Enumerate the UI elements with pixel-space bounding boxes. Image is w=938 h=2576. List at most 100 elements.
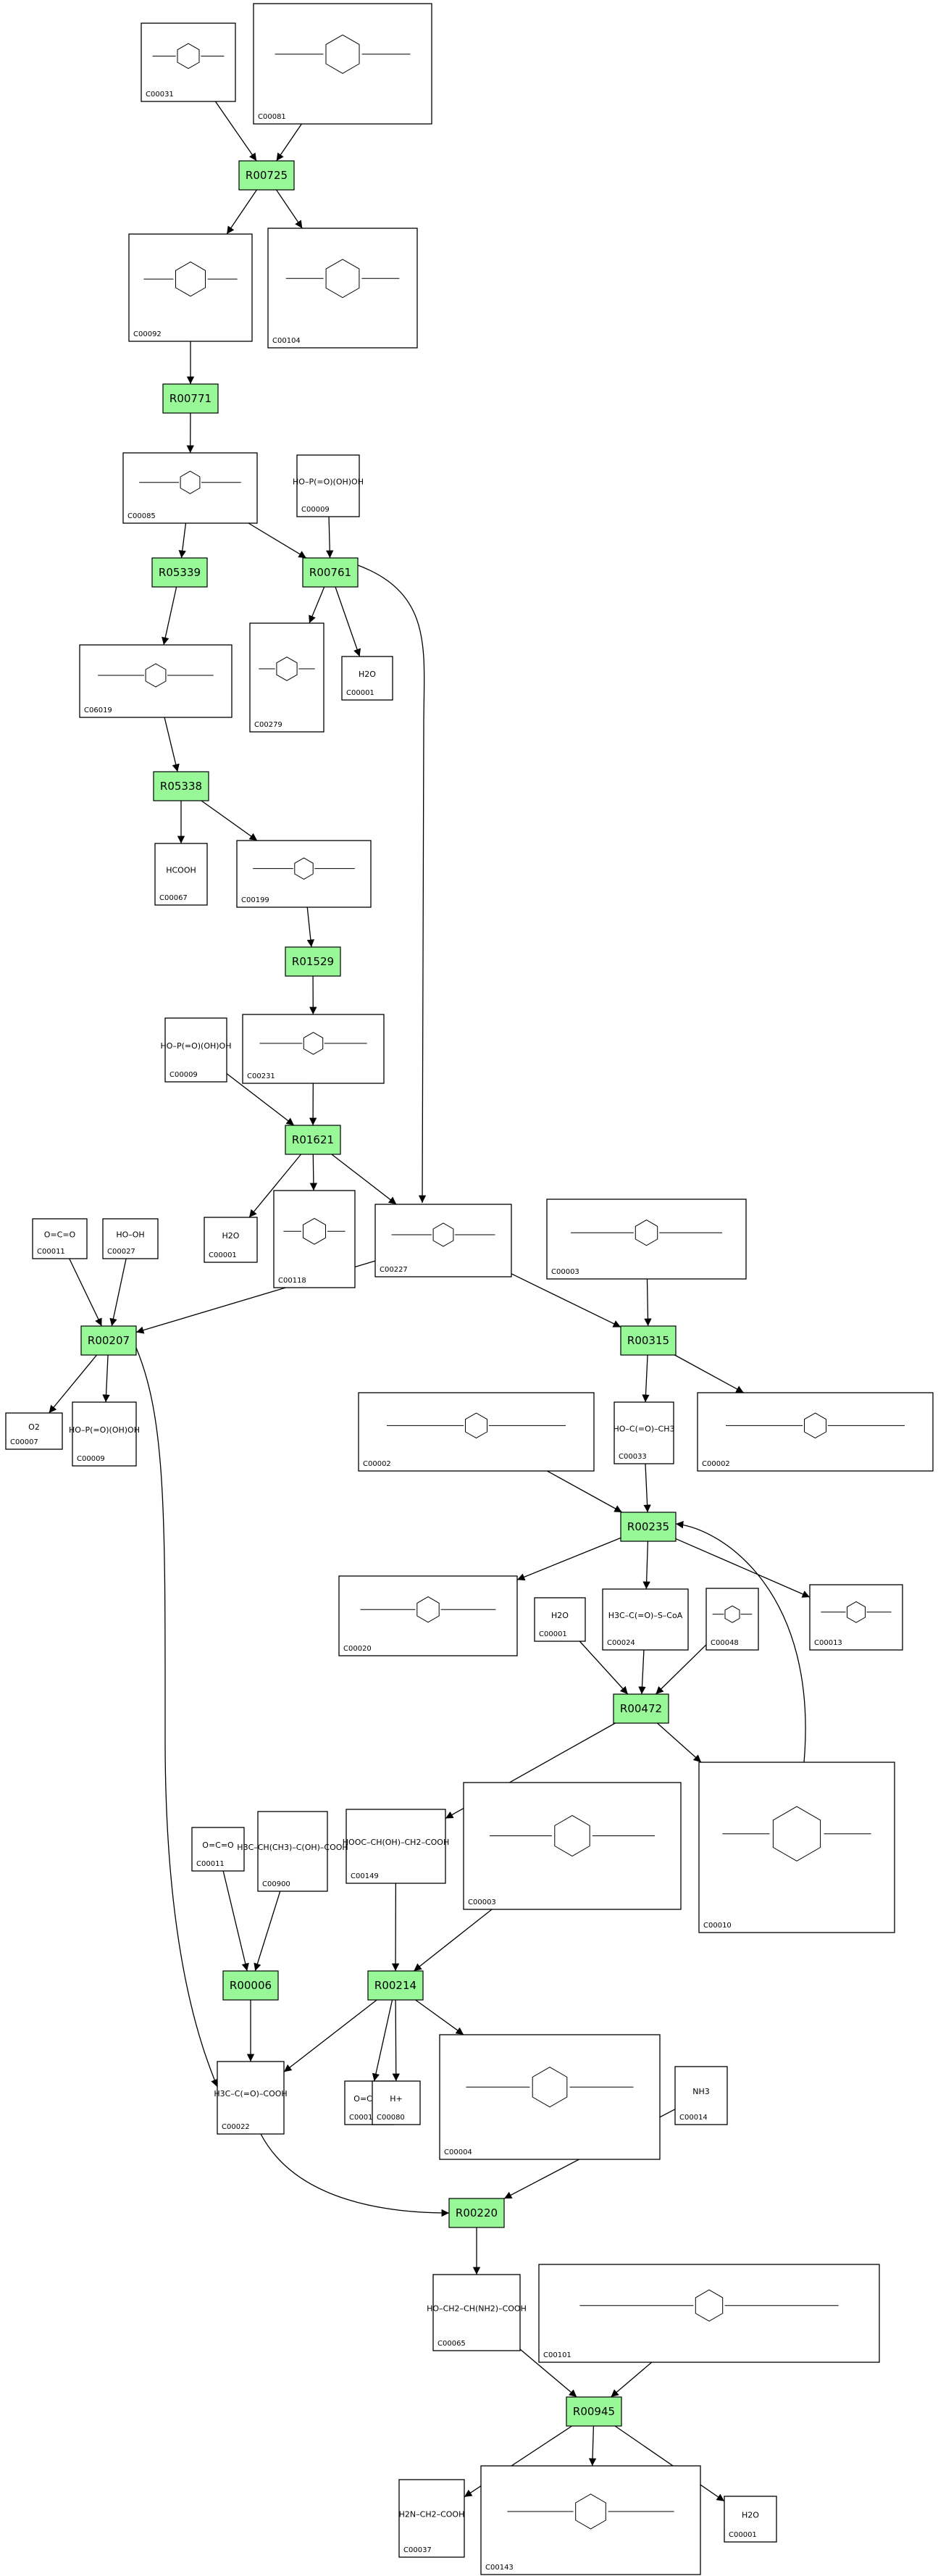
- compound-C00081[interactable]: C00081: [253, 3, 432, 125]
- compound-C00031[interactable]: C00031: [141, 22, 236, 102]
- compound-C00067[interactable]: HCOOH C00067: [154, 843, 208, 906]
- edge-C00002b-R00235: [547, 1470, 623, 1513]
- reaction-R00771[interactable]: R00771: [162, 383, 219, 414]
- compound-id-label: C00199: [241, 896, 269, 904]
- compound-box: [602, 1588, 689, 1651]
- compound-C00013[interactable]: C00013: [809, 1584, 903, 1651]
- structure-formula: H2O: [359, 670, 376, 679]
- reaction-R00472[interactable]: R00472: [613, 1693, 669, 1724]
- reaction-box: [153, 771, 209, 801]
- reaction-R00945[interactable]: R00945: [566, 2396, 622, 2427]
- reaction-R00214[interactable]: R00214: [367, 1970, 424, 2001]
- compound-box: [236, 840, 372, 908]
- compound-id-label: C00011: [349, 2114, 377, 2122]
- structure-ring: [303, 1032, 324, 1055]
- compound-C00002[interactable]: C00002: [358, 1392, 595, 1472]
- compound-C00143[interactable]: C00143: [480, 2465, 701, 2575]
- compound-box: [191, 1827, 245, 1872]
- reaction-R05339[interactable]: R05339: [151, 557, 208, 588]
- compound-C00003[interactable]: C00003: [546, 1199, 747, 1280]
- reaction-R00235[interactable]: R00235: [620, 1512, 677, 1542]
- compound-box: [242, 1014, 385, 1084]
- structure-formula: HCOOH: [166, 866, 196, 875]
- reaction-id-label: R00725: [246, 169, 288, 182]
- reaction-R00207[interactable]: R00207: [80, 1325, 137, 1356]
- reaction-R01621[interactable]: R01621: [285, 1125, 341, 1155]
- compound-C00227[interactable]: C00227: [374, 1204, 512, 1277]
- structure-formula: HO–OH: [116, 1230, 144, 1240]
- compound-id-label: C00009: [169, 1071, 198, 1079]
- compound-C00104[interactable]: C00104: [267, 228, 418, 349]
- compound-id-label: C00900: [262, 1880, 290, 1888]
- structure-formula: HO–P(=O)(OH)OH: [69, 1425, 140, 1435]
- reaction-R01529[interactable]: R01529: [285, 946, 341, 977]
- compound-id-label: C00231: [247, 1072, 275, 1080]
- reaction-R00725[interactable]: R00725: [238, 160, 295, 191]
- compound-id-label: C00020: [343, 1645, 372, 1653]
- compound-id-label: C00067: [159, 894, 188, 902]
- compound-C00199[interactable]: C00199: [236, 840, 372, 908]
- reaction-R00761[interactable]: R00761: [302, 557, 359, 588]
- structure-ring: [465, 1412, 487, 1439]
- structure-ring: [554, 1814, 590, 1857]
- edge-R00214-C00004: [415, 1999, 464, 2035]
- edge-R00214-C00011c: [372, 1999, 393, 2082]
- compound-C00118[interactable]: C00118: [273, 1190, 356, 1288]
- reaction-R05338[interactable]: R05338: [153, 771, 209, 801]
- structure-formula: H3C–CH(CH3)–C(OH)–COOH: [237, 1843, 348, 1852]
- structure-formula: HO–C(=O)–CH3: [613, 1425, 674, 1434]
- reaction-box: [285, 946, 341, 977]
- edge-C00027-R00207: [109, 1258, 127, 1327]
- compound-C00080[interactable]: H+C00080: [372, 2080, 421, 2125]
- reaction-box: [302, 557, 359, 588]
- compound-C00101[interactable]: C00101: [538, 2264, 880, 2363]
- edge-R00315-C00002a: [674, 1354, 745, 1393]
- edge-R00725-C00104: [275, 189, 303, 229]
- compound-C00002[interactable]: C00002: [697, 1392, 934, 1472]
- structure-formula: NH3: [692, 2087, 710, 2096]
- compound-box: [341, 656, 393, 701]
- reaction-R00315[interactable]: R00315: [620, 1325, 677, 1356]
- compound-C00048[interactable]: C00048: [705, 1588, 759, 1651]
- compound-box: [724, 2496, 777, 2543]
- compound-box: [154, 843, 208, 906]
- reaction-R00220[interactable]: R00220: [448, 2198, 505, 2228]
- reaction-R00006[interactable]: R00006: [222, 1970, 279, 2001]
- structure-formula: H2O: [222, 1231, 240, 1241]
- compound-C06019[interactable]: C06019: [79, 644, 233, 718]
- compound-C00010[interactable]: C00010: [698, 1762, 895, 1933]
- compound-id-label: C00085: [127, 512, 156, 520]
- compound-C00020[interactable]: C00020: [338, 1575, 518, 1656]
- compound-C00085[interactable]: C00085: [122, 452, 258, 524]
- compound-id-label: C00009: [77, 1455, 105, 1463]
- compound-C00279[interactable]: C00279: [249, 622, 324, 733]
- edge-R00945-C00001d: [614, 2425, 725, 2502]
- compound-C00003[interactable]: C00003: [463, 1782, 682, 1910]
- structure-formula: H2O: [551, 1611, 569, 1620]
- reaction-id-label: R00761: [309, 566, 351, 579]
- compound-C00231[interactable]: C00231: [242, 1014, 385, 1084]
- compound-C00092[interactable]: C00092: [128, 233, 253, 342]
- edge-C00009a-R00761: [326, 516, 334, 559]
- compound-C00004[interactable]: C00004: [439, 2034, 661, 2160]
- compound-C00900[interactable]: H3C–CH(CH3)–C(OH)–COOH C00900: [237, 1811, 348, 1892]
- compound-C00009[interactable]: HO–P(=O)(OH)OH C00009: [69, 1401, 140, 1467]
- structure-ring: [804, 1412, 826, 1439]
